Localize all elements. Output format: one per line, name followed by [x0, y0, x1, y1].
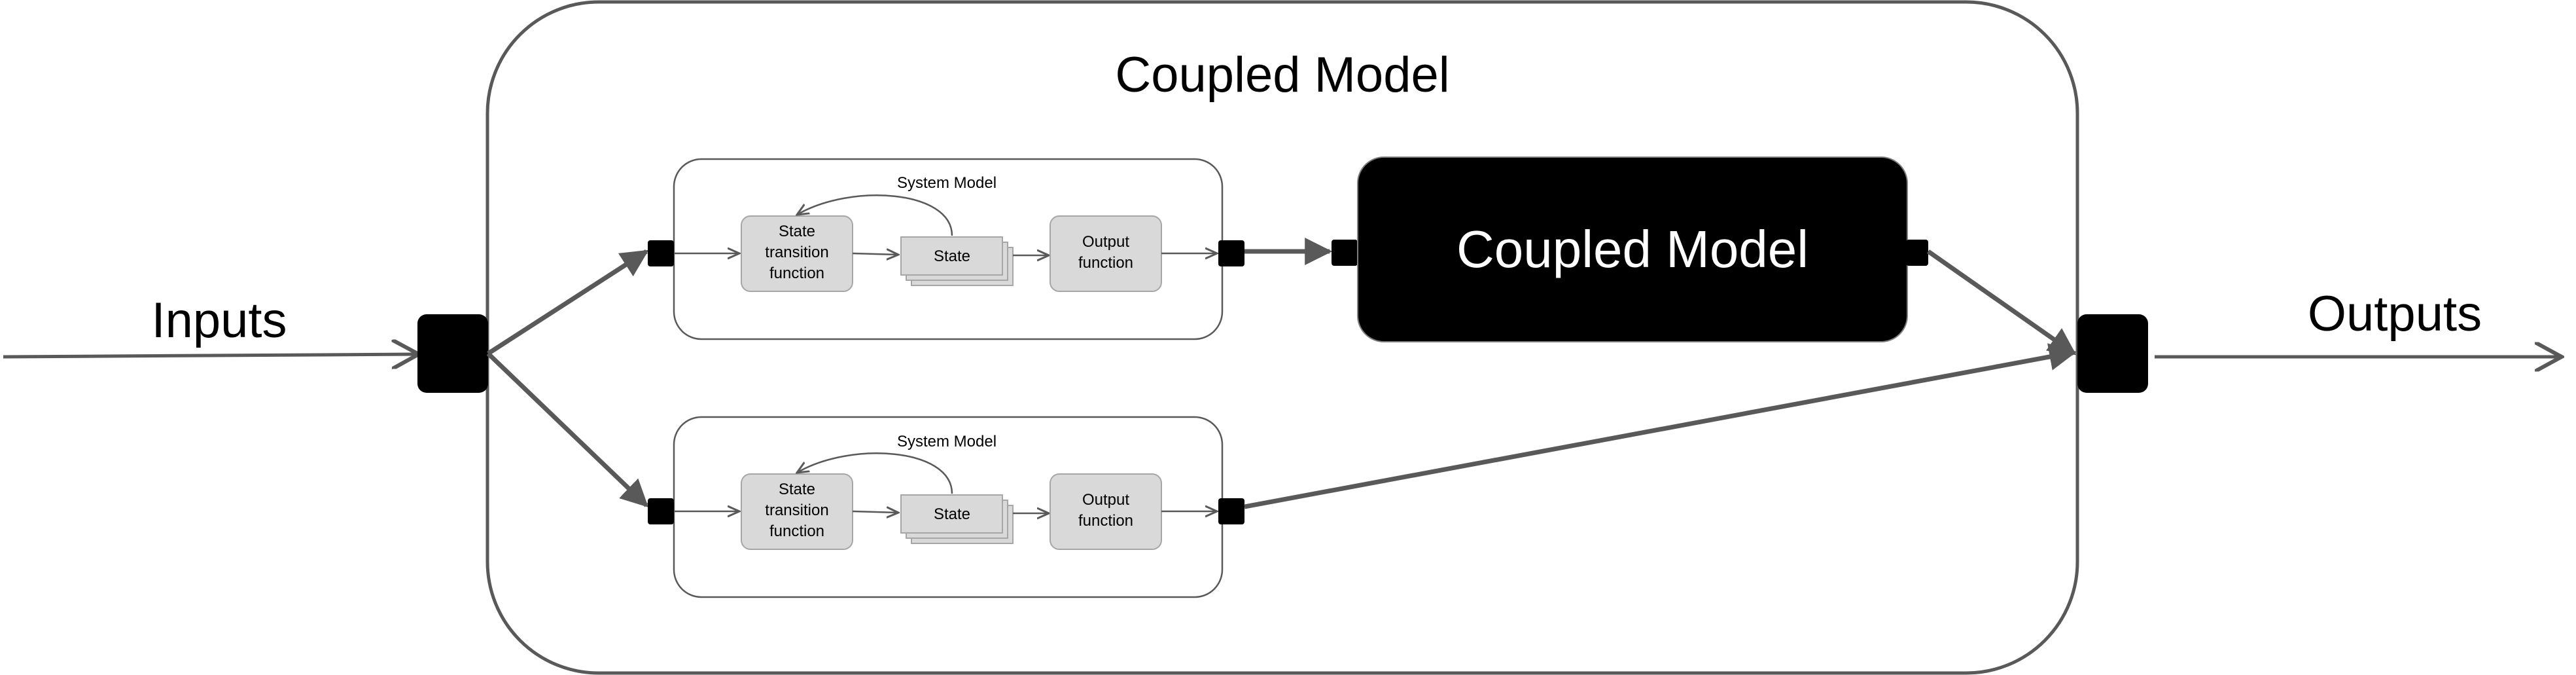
- system-model-2-feedback-arrow: [797, 452, 953, 494]
- input-to-system-model-2-arrow: [486, 352, 649, 507]
- sm2-st-to-state: [852, 511, 898, 513]
- input-port: [417, 314, 488, 393]
- output-port: [2077, 314, 2148, 393]
- inner-coupled-model-out-port: [1906, 240, 1928, 266]
- inner-coupled-model-in-port: [1332, 240, 1358, 266]
- coupled-to-output-arrow: [1926, 249, 2077, 356]
- inner-coupled-model-label: Coupled Model: [1456, 220, 1808, 278]
- system-model-2-out-port: [1218, 498, 1244, 524]
- system-model-2-state-stack: [900, 494, 1014, 544]
- outer-coupled-model-title: Coupled Model: [1115, 47, 1449, 103]
- sm1-st-line2: transition: [765, 244, 828, 261]
- inputs-label: Inputs: [151, 293, 287, 348]
- system-model-2-state-label: State: [934, 505, 970, 523]
- sm1-st-line3: function: [769, 265, 824, 282]
- system-model-1-title: System Model: [897, 174, 997, 192]
- system-model-2: System Model State transition function S…: [648, 416, 1244, 598]
- sm1-st-to-state: [852, 253, 898, 255]
- input-to-system-model-1-arrow: [487, 249, 649, 356]
- inner-coupled-model: Coupled Model: [1332, 156, 1928, 342]
- system-model-1-out-port: [1218, 240, 1244, 266]
- system-model-2-title: System Model: [897, 433, 997, 450]
- sm1-out-line2: function: [1078, 254, 1133, 272]
- system-model-2-to-output-arrow: [1244, 343, 2077, 509]
- sm1-out-line1: Output: [1082, 233, 1129, 251]
- system-model-2-in-port: [648, 498, 674, 524]
- system-model-1-in-port: [648, 240, 674, 266]
- input-arrow: [3, 354, 419, 357]
- sm2-out-line2: function: [1078, 512, 1133, 530]
- system-model-1-state-stack: [900, 236, 1014, 286]
- system-model-1: System Model State transition function S…: [648, 158, 1244, 340]
- sm2-st-line2: transition: [765, 502, 828, 519]
- sm1-st-line1: State: [779, 223, 815, 240]
- sm2-out-line1: Output: [1082, 491, 1129, 509]
- sm2-st-line1: State: [779, 481, 815, 498]
- system-model-1-state-label: State: [934, 247, 970, 265]
- system-model-1-feedback-arrow: [797, 194, 953, 236]
- outputs-label: Outputs: [2308, 286, 2482, 342]
- sm2-st-line3: function: [769, 522, 824, 540]
